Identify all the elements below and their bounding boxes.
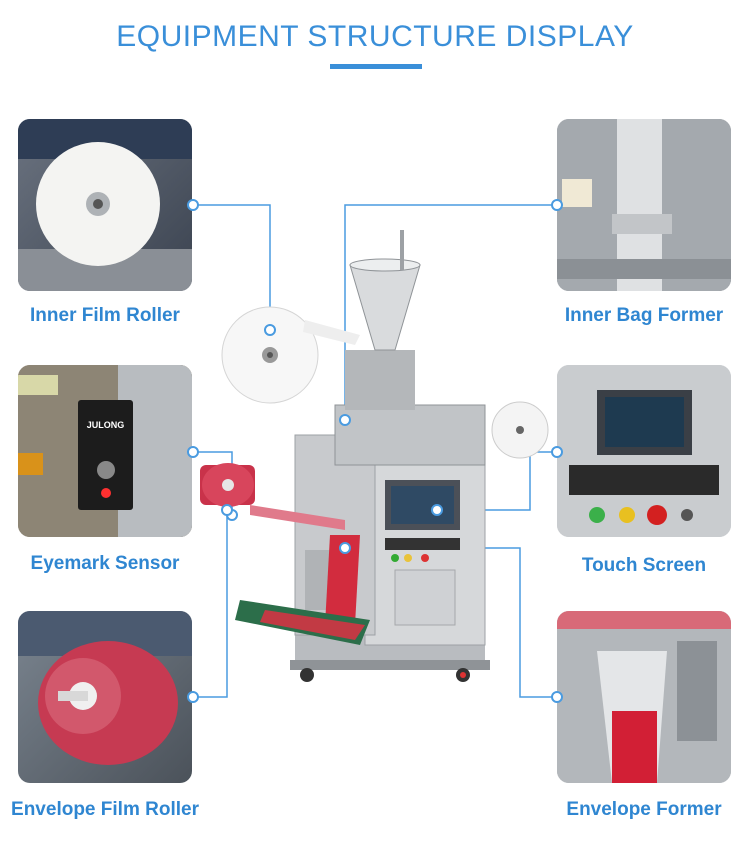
inner-film-roller-photo — [18, 119, 192, 291]
connector-dot — [339, 542, 351, 554]
sensor-brand: JULONG — [86, 420, 125, 430]
envelope-former-photo — [557, 611, 731, 783]
connector-dot — [264, 324, 276, 336]
label-inner-bag-former: Inner Bag Former — [564, 305, 724, 326]
connector-dot — [187, 691, 199, 703]
connector-dot — [187, 199, 199, 211]
touch-screen-photo — [557, 365, 731, 537]
connector-dot — [187, 446, 199, 458]
page-title: EQUIPMENT STRUCTURE DISPLAY — [116, 20, 634, 53]
label-eyemark-sensor: Eyemark Sensor — [30, 553, 180, 574]
connector-dot — [551, 691, 563, 703]
connector-dot — [551, 446, 563, 458]
connector-dot — [339, 414, 351, 426]
eyemark-sensor-photo: JULONG — [18, 365, 192, 537]
tea-bag-packing-machine-image — [200, 230, 549, 682]
connector-dot — [221, 504, 233, 516]
envelope-film-roller-photo — [18, 611, 192, 783]
connector-dot — [431, 504, 443, 516]
label-inner-film-roller: Inner Film Roller — [30, 305, 180, 326]
title-underline — [330, 64, 422, 69]
label-envelope-former: Envelope Former — [566, 799, 722, 820]
label-touch-screen: Touch Screen — [581, 555, 707, 576]
label-envelope-film-roller: Envelope Film Roller — [11, 799, 199, 820]
inner-bag-former-photo — [557, 119, 731, 291]
connector-dot — [551, 199, 563, 211]
